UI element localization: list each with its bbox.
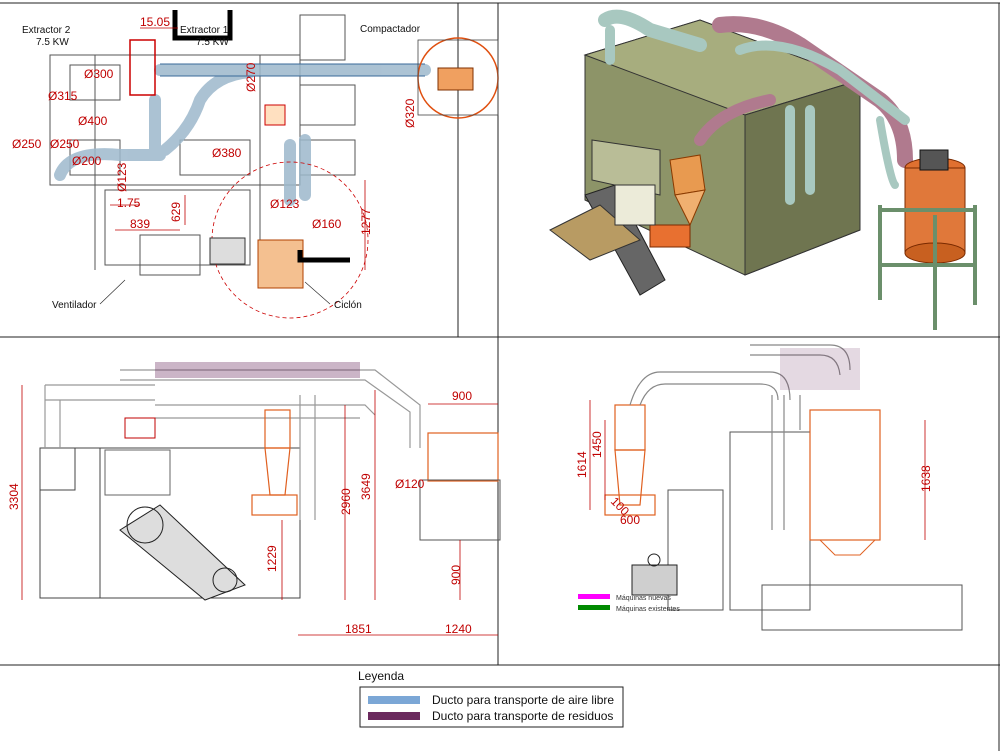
dim-text: 1851: [345, 622, 372, 636]
extractor-2-power: 7.5 KW: [36, 37, 69, 48]
dim-text: Ø315: [48, 89, 78, 103]
isometric-view: [549, 9, 977, 330]
dim-text: 629: [169, 202, 183, 222]
dim-text: Ø160: [312, 217, 342, 231]
dim-text: 3649: [359, 473, 373, 500]
dim-text: Ø400: [78, 114, 108, 128]
dim-text: 1450: [590, 431, 604, 458]
legend-title: Leyenda: [358, 669, 404, 683]
compactador-label: Compactador: [360, 24, 421, 35]
dim-text: 3304: [7, 483, 21, 510]
dim-text: Ø250: [12, 137, 42, 151]
dim-text: 900: [449, 565, 463, 585]
existing-machines-swatch: [578, 605, 610, 610]
existing-machines-label: Máquinas existentes: [616, 606, 680, 613]
ciclon-label: Ciclón: [334, 300, 362, 311]
dim-text: Ø200: [72, 154, 102, 168]
waste-duct-swatch: [368, 712, 420, 720]
waste-duct-label: Ducto para transporte de residuos: [432, 709, 613, 723]
dim-text: Ø123: [115, 162, 129, 192]
new-machines-label: Máquinas nuevas: [616, 595, 671, 602]
side-elevation: 900 3304 2960 3649 Ø120 1229 900 1851 12…: [7, 362, 501, 636]
dim-text: Ø300: [84, 67, 114, 81]
dim-text: Ø120: [395, 477, 425, 491]
dim-text: 1614: [575, 451, 589, 478]
dim-text: 900: [452, 389, 472, 403]
legend: Leyenda Ducto para transporte de aire li…: [358, 669, 624, 728]
new-machines-swatch: [578, 594, 610, 599]
dim-text: 600: [620, 513, 640, 527]
extractor-1-power: 7.5 KW: [196, 37, 229, 48]
dim-text: Ø380: [212, 146, 242, 160]
dim-text: Ø270: [244, 62, 258, 92]
air-duct-swatch: [368, 696, 420, 704]
dim-text: Ø320: [403, 98, 417, 128]
plan-view: Extractor 2 7.5 KW Extractor 1 7.5 KW Co…: [12, 10, 499, 319]
front-elevation: 1614 1450 1638 100 600 Máquinas nuevas M…: [575, 344, 963, 631]
dim-text: 1277: [359, 208, 373, 235]
extractor-2-label: Extractor 2: [22, 25, 71, 36]
dim-text: 1229: [265, 545, 279, 572]
dim-text: 1240: [445, 622, 472, 636]
extractor-1-label: Extractor 1: [180, 25, 229, 36]
ventilador-label: Ventilador: [52, 300, 97, 311]
dim-text: 2960: [339, 488, 353, 515]
dim-text: 839: [130, 217, 150, 231]
dim-text: 1638: [919, 465, 933, 492]
dim-text: Ø123: [270, 197, 300, 211]
dim-text: 1.75: [117, 196, 141, 210]
dim-text: 15.05: [140, 15, 170, 29]
air-duct-label: Ducto para transporte de aire libre: [432, 693, 614, 707]
dim-text: Ø250: [50, 137, 80, 151]
